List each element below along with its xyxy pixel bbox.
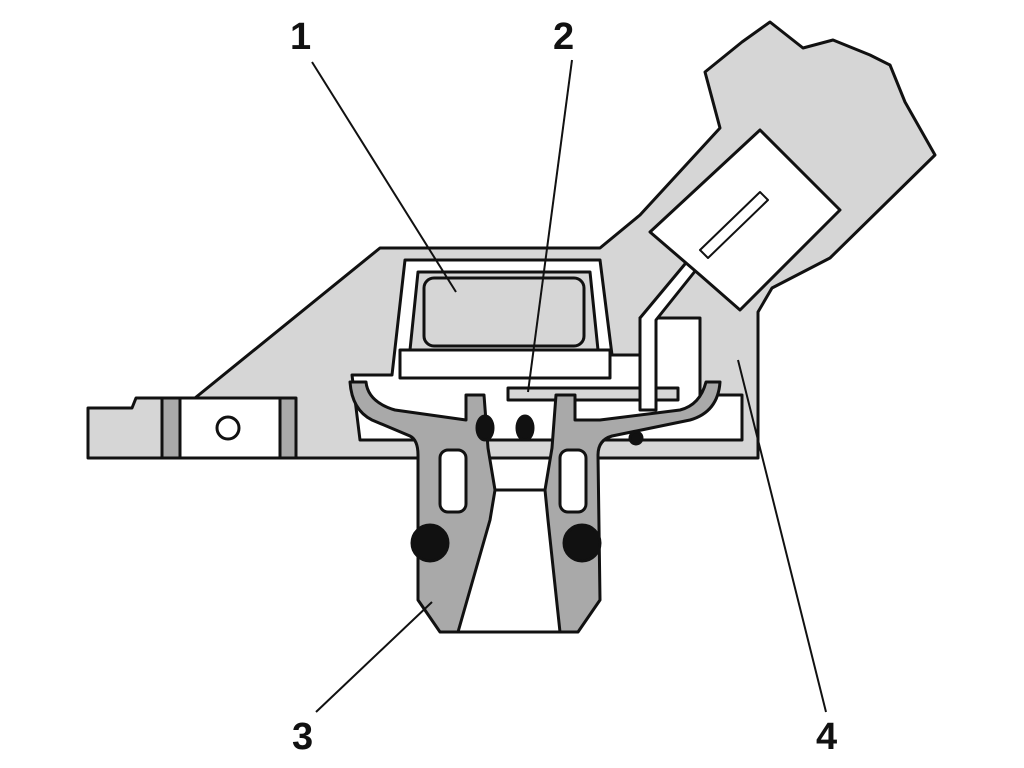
port-channel <box>456 488 562 634</box>
flange-band-left <box>160 396 182 460</box>
sensor-chip <box>422 276 586 348</box>
inner-seal-right <box>515 414 535 442</box>
o-ring-right <box>562 523 602 563</box>
contact-pin <box>699 191 769 259</box>
leader-line-2 <box>527 59 573 393</box>
leader-line-3 <box>315 601 433 713</box>
leader-line-1 <box>311 61 457 293</box>
o-ring-left <box>410 523 450 563</box>
sensor-base <box>398 348 612 380</box>
callout-label-3: 3 <box>292 716 314 758</box>
inner-seal-left <box>475 414 495 442</box>
leader-line-4 <box>737 359 827 713</box>
port-slot-left <box>438 448 468 514</box>
measuring-element <box>506 386 680 402</box>
small-seal <box>628 430 644 446</box>
callout-label-2: 2 <box>553 16 575 58</box>
sensor-housing <box>86 20 937 460</box>
mounting-hole <box>215 415 241 441</box>
port-slot-right <box>558 448 588 514</box>
callout-label-4: 4 <box>816 716 838 758</box>
callout-label-1: 1 <box>290 16 312 58</box>
flange-band-right <box>278 396 298 460</box>
